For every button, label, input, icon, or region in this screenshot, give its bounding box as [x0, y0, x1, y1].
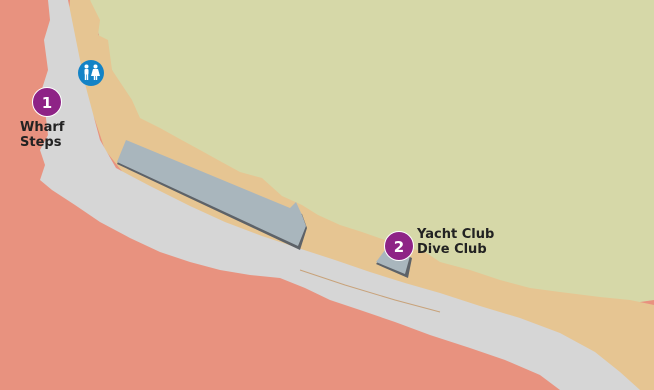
marker-1-label-line-2: Steps [20, 135, 62, 150]
marker-2-label-line-2: Dive Club [417, 242, 487, 257]
marker-2-label: Yacht Club Dive Club [417, 227, 494, 257]
shore-area [68, 0, 654, 390]
marker-2-label-line-1: Yacht Club [417, 227, 495, 242]
inlet [299, 269, 441, 313]
marker-1-label-line-1: Wharf [20, 120, 65, 135]
marker-1[interactable]: 1 [32, 87, 62, 117]
land-area [90, 0, 654, 305]
wharf-building [117, 140, 307, 250]
marker-2[interactable]: 2 [384, 231, 414, 261]
toilets-icon[interactable] [77, 59, 105, 87]
wharf-path [40, 0, 640, 390]
marker-1-label: Wharf Steps [20, 120, 64, 150]
